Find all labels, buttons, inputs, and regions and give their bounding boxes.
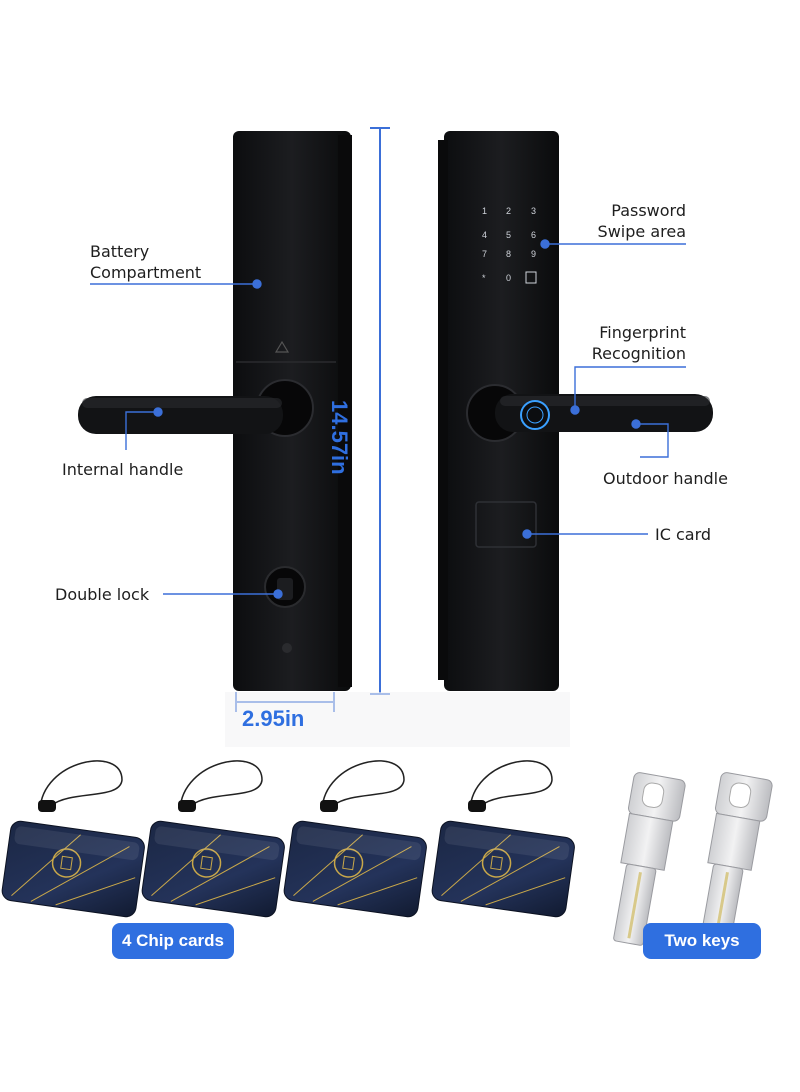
battery-compartment-label: Battery Compartment — [90, 242, 202, 282]
chip-cards — [1, 760, 575, 918]
keypad-key: 4 — [482, 230, 487, 240]
width-dimension: 2.95in — [242, 706, 305, 731]
interior-lock — [78, 131, 352, 691]
chip-card — [283, 760, 427, 918]
keypad-key: 5 — [506, 230, 511, 240]
keypad-key: 7 — [482, 249, 487, 259]
chip-cards-badge: 4 Chip cards — [112, 923, 234, 959]
double-lock-label: Double lock — [55, 585, 150, 604]
keypad-key: 9 — [531, 249, 536, 259]
ic-card-label: IC card — [655, 525, 712, 544]
keypad-key: * — [482, 273, 486, 283]
doorbell-icon — [525, 271, 537, 284]
keypad-key: 0 — [506, 273, 511, 283]
keypad-key: 1 — [482, 206, 487, 216]
password-swipe-label: Password Swipe area — [597, 201, 686, 241]
two-keys-badge: Two keys — [643, 923, 761, 959]
keypad-key: 3 — [531, 206, 536, 216]
keypad-key: 8 — [506, 249, 511, 259]
keypad-key: 2 — [506, 206, 511, 216]
exterior-lock — [438, 131, 713, 691]
chip-card — [431, 760, 575, 918]
keypad-key: 6 — [531, 230, 536, 240]
keys — [613, 772, 773, 946]
internal-handle-label: Internal handle — [62, 460, 184, 479]
callout-lines — [90, 239, 686, 599]
chip-card — [1, 760, 145, 918]
keypad: 1 2 3 4 5 6 7 8 9 * 0 — [482, 206, 537, 284]
height-dimension: 14.57in — [327, 400, 352, 475]
chip-card — [141, 760, 285, 918]
outdoor-handle-label: Outdoor handle — [603, 469, 728, 488]
fingerprint-label: Fingerprint Recognition — [591, 323, 686, 363]
